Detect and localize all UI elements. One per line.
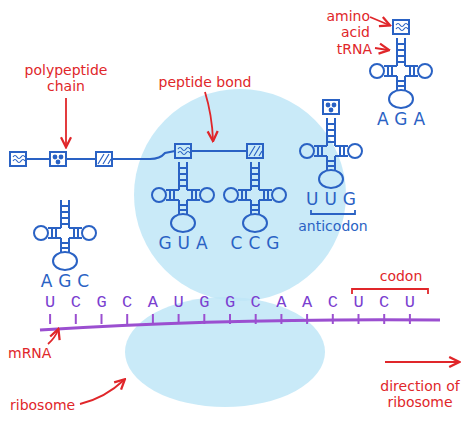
ribosome-small-subunit <box>125 297 325 407</box>
part-label: direction of ribosome <box>372 378 468 410</box>
base-tick <box>101 314 103 324</box>
part-label: codon <box>366 268 436 284</box>
trna-molecule: GUA <box>150 162 216 254</box>
base-tick <box>409 314 411 324</box>
part-label: anticodon <box>290 218 376 234</box>
leader-arrows <box>48 17 458 404</box>
part-label: tRNA <box>330 41 372 57</box>
base-tick <box>229 314 231 324</box>
base-tick <box>358 314 360 324</box>
base-tick <box>332 314 334 324</box>
trna-molecule: CCG <box>222 162 288 254</box>
peptide-bond-line <box>191 150 247 152</box>
base-tick <box>152 314 154 324</box>
base-tick <box>306 314 308 324</box>
anticodon-text: UUG <box>298 190 364 208</box>
trna-molecule: AGA <box>368 38 434 130</box>
part-label: ribosome <box>10 397 90 413</box>
base-tick <box>383 314 385 324</box>
base-tick <box>255 314 257 324</box>
mrna-strand <box>40 320 440 330</box>
anticodon-bracket <box>311 210 355 214</box>
base-tick <box>203 314 205 324</box>
base-tick <box>126 314 128 324</box>
base-tick <box>178 314 180 324</box>
mrna-bases <box>50 314 410 324</box>
anticodon-text: AGA <box>368 110 434 128</box>
anticodon-text: CCG <box>222 234 288 252</box>
anticodon-text: GUA <box>150 234 216 252</box>
part-label: amino acid <box>300 8 370 40</box>
part-label: polypeptide chain <box>16 62 116 94</box>
polypeptide <box>10 20 409 166</box>
base-tick <box>75 314 77 324</box>
part-label: peptide bond <box>150 74 260 90</box>
base-tick <box>49 314 51 324</box>
base-tick <box>280 314 282 324</box>
mrna-sequence: UCGCAUGGCAACUCU <box>45 294 445 312</box>
part-label: mRNA <box>8 345 68 361</box>
trna-molecule: UUG <box>298 118 364 210</box>
trna-molecule: AGC <box>32 200 98 292</box>
anticodon-text: AGC <box>32 272 98 290</box>
